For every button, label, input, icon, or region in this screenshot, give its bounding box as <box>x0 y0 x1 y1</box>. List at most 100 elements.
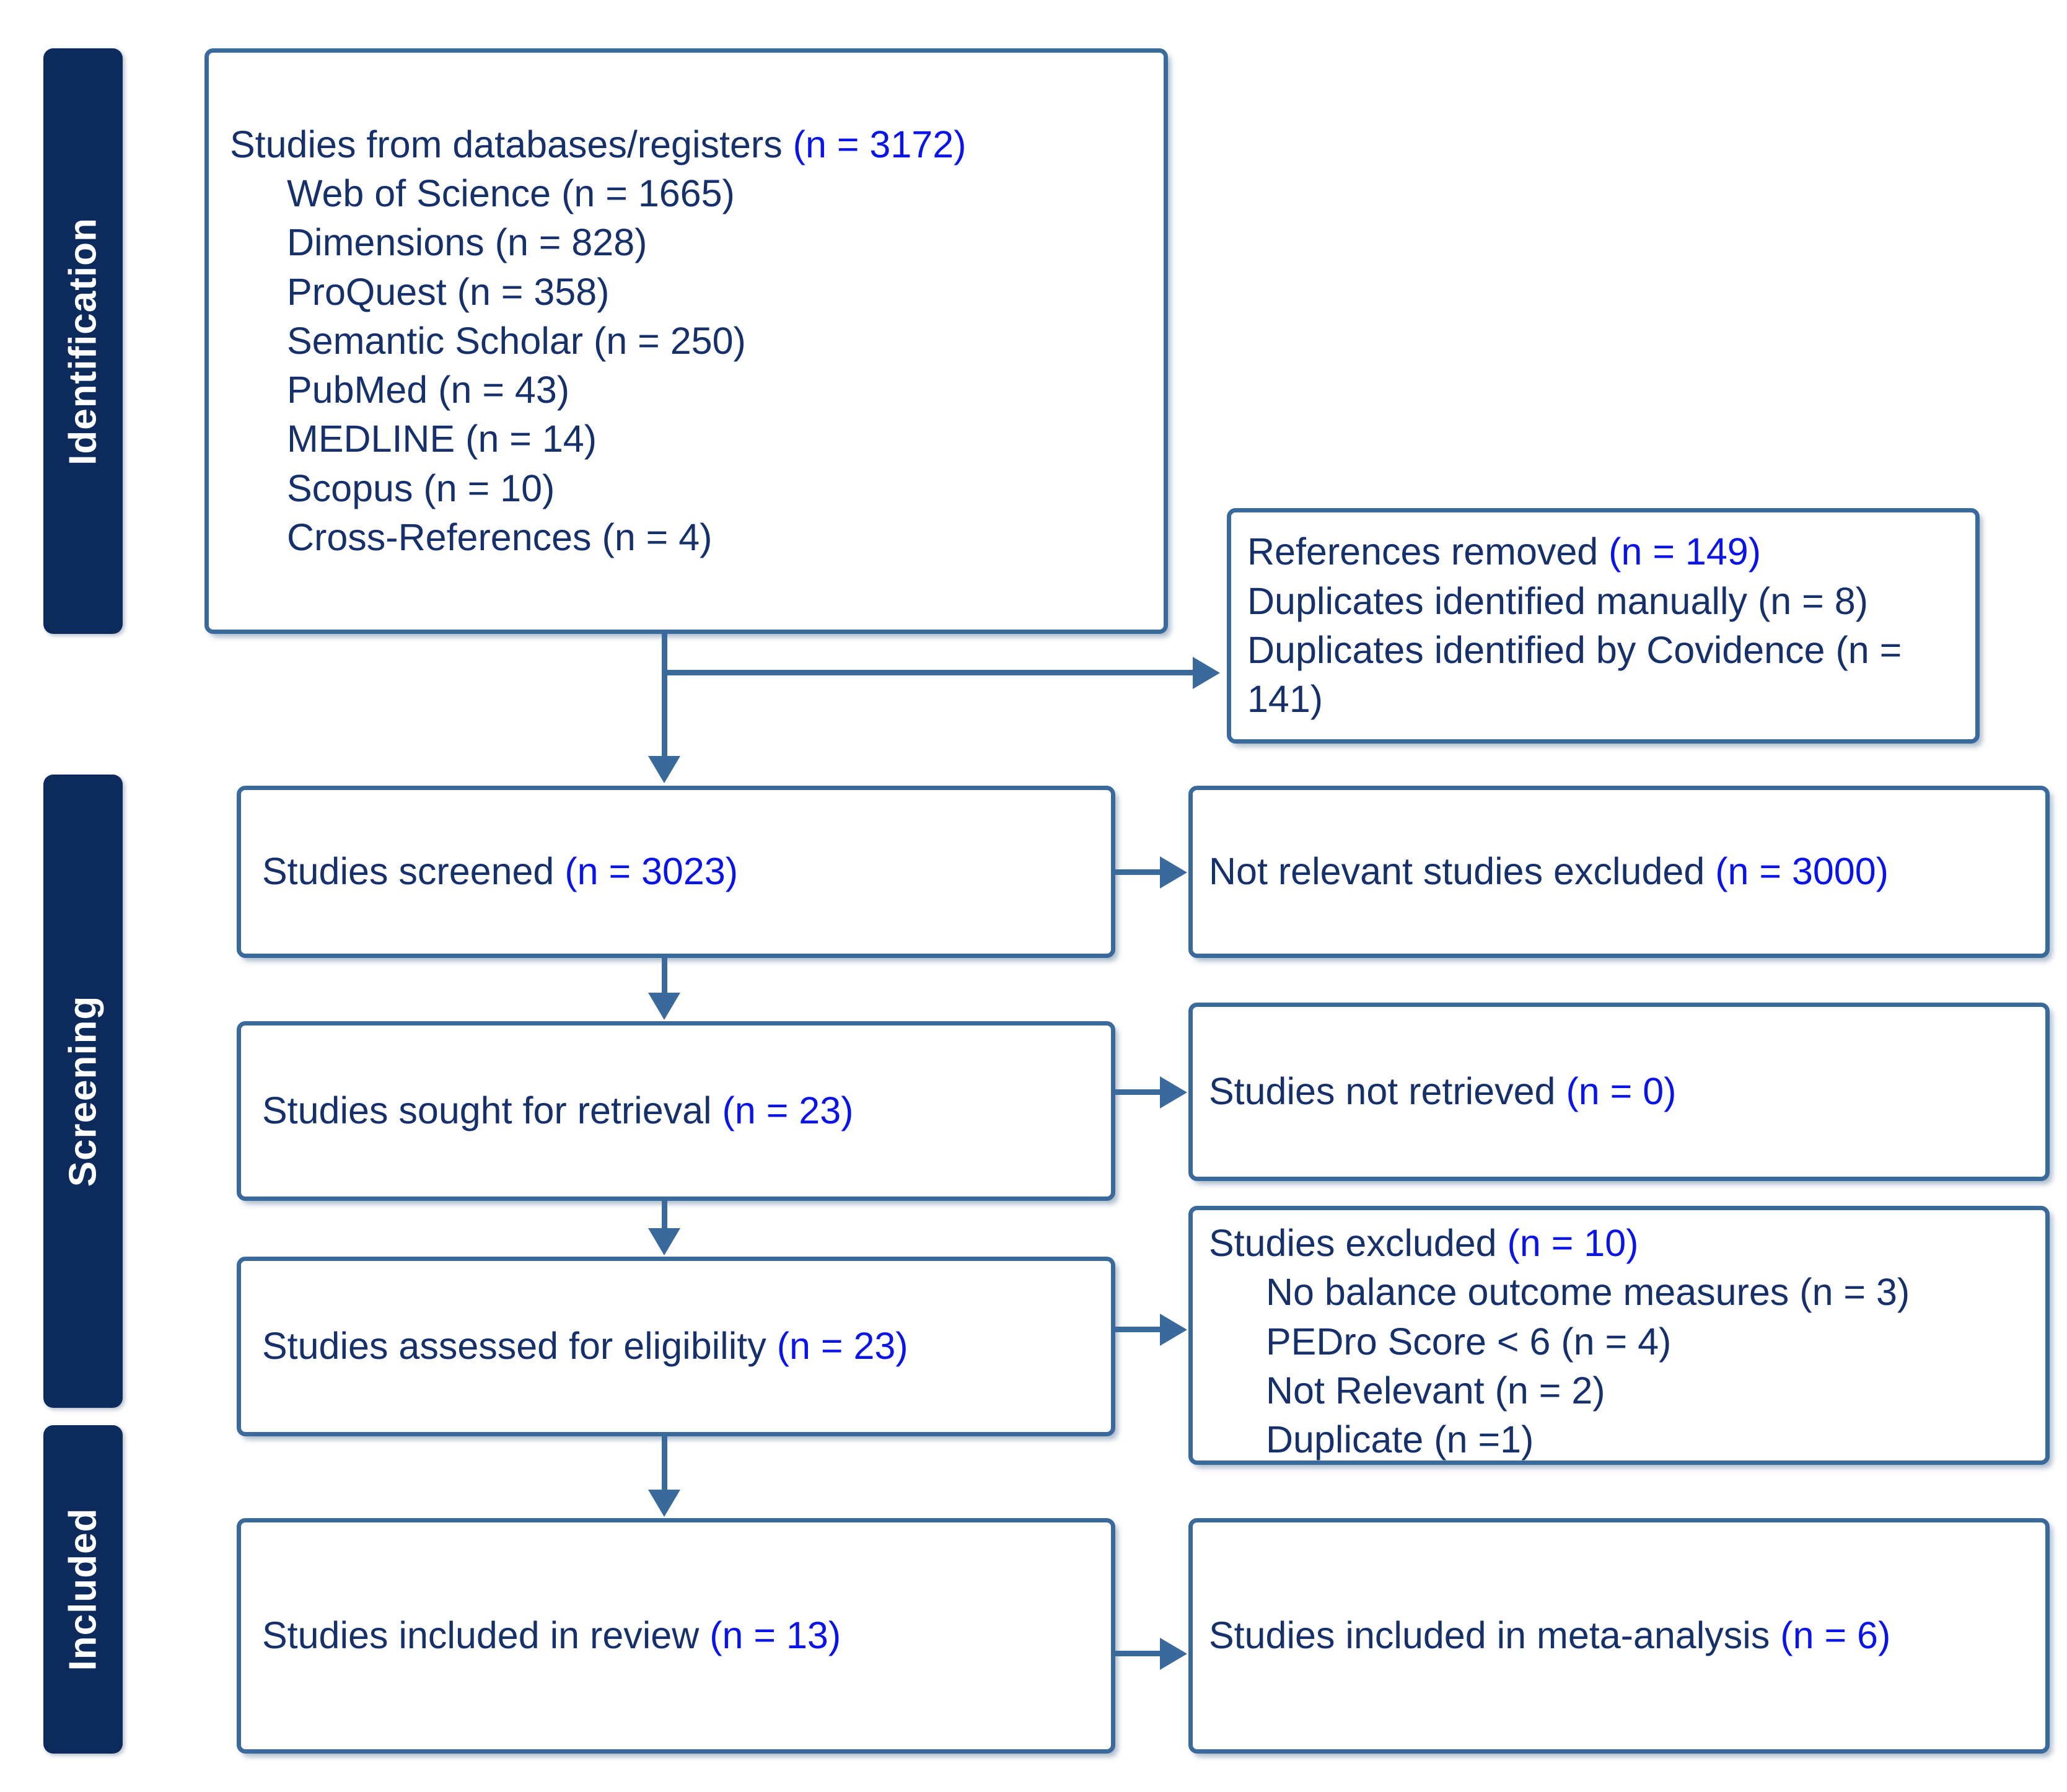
box-studies-not-retrieved: Studies not retrieved (n = 0) <box>1188 1003 2050 1181</box>
excluded-reason-pedro-score: PEDro Score < 6 (n = 4) <box>1209 1317 2029 1366</box>
connector-identification-to-screened <box>662 634 667 758</box>
included-in-review-text: Studies included in review <box>262 1614 710 1657</box>
source-label: MEDLINE <box>287 418 466 460</box>
phase-label-identification: Identification <box>61 217 105 465</box>
references-removed-header-count: (n = 149) <box>1608 530 1762 573</box>
box-studies-assessed-for-eligibility: Studies assessed for eligibility (n = 23… <box>237 1257 1115 1436</box>
box-studies-excluded: Studies excluded (n = 10) No balance out… <box>1188 1206 2050 1465</box>
connector-screened-to-sought-for-retrieval <box>662 958 667 995</box>
studies-not-retrieved-text: Studies not retrieved <box>1209 1070 1566 1113</box>
arrowhead-assessed-to-included-in-review <box>648 1490 680 1517</box>
assessed-for-eligibility-count: (n = 23) <box>776 1325 908 1368</box>
studies-screened-text: Studies screened <box>262 850 565 893</box>
sought-for-retrieval-text: Studies sought for retrieval <box>262 1089 722 1132</box>
arrowhead-review-to-meta-analysis <box>1160 1638 1187 1670</box>
box-not-relevant-studies-excluded: Not relevant studies excluded (n = 3000) <box>1188 786 2050 958</box>
arrowhead-screened-to-sought-for-retrieval <box>648 993 680 1020</box>
excluded-reason-duplicate: Duplicate (n =1) <box>1209 1415 2029 1464</box>
source-label: Web of Science <box>287 172 562 214</box>
source-count: (n = 10) <box>423 467 555 509</box>
connector-screened-to-not-relevant-excluded <box>1115 869 1164 875</box>
connector-assessed-to-studies-excluded <box>1115 1327 1164 1332</box>
source-line-pubmed: PubMed (n = 43) <box>230 366 1143 415</box>
source-count: (n = 250) <box>594 319 746 362</box>
source-line-cross-references: Cross-References (n = 4) <box>230 513 1143 562</box>
source-line-semantic-scholar: Semantic Scholar (n = 250) <box>230 317 1143 366</box>
source-line-medline: MEDLINE (n = 14) <box>230 415 1143 463</box>
arrowhead-sought-to-not-retrieved <box>1160 1076 1187 1109</box>
phase-label-included: Included <box>61 1508 105 1671</box>
included-in-review-count: (n = 13) <box>709 1614 841 1657</box>
studies-not-retrieved-line: Studies not retrieved (n = 0) <box>1209 1067 2029 1116</box>
arrowhead-assessed-to-studies-excluded <box>1160 1314 1187 1346</box>
sought-for-retrieval-count: (n = 23) <box>722 1089 854 1132</box>
arrowhead-sought-to-assessed <box>648 1228 680 1255</box>
source-count: (n = 358) <box>457 270 610 313</box>
reason-count: (n = 3) <box>1799 1271 1910 1314</box>
reason-count: (n =1) <box>1434 1418 1534 1461</box>
source-line-proquest: ProQuest (n = 358) <box>230 268 1143 317</box>
studies-excluded-header-text: Studies excluded <box>1209 1222 1507 1264</box>
arrowhead-screened-to-not-relevant-excluded <box>1160 856 1187 889</box>
connector-assessed-to-included-in-review <box>662 1436 667 1492</box>
studies-screened-count: (n = 3023) <box>564 850 739 893</box>
box-studies-included-in-meta-analysis: Studies included in meta-analysis (n = 6… <box>1188 1518 2050 1754</box>
excluded-reason-not-relevant: Not Relevant (n = 2) <box>1209 1366 2029 1415</box>
identification-header-count: (n = 3172) <box>792 123 967 165</box>
reason-count: (n = 4) <box>1561 1320 1672 1363</box>
source-count: (n = 4) <box>602 516 713 559</box>
included-in-meta-analysis-text: Studies included in meta-analysis <box>1209 1614 1781 1657</box>
source-count: (n = 14) <box>465 418 597 460</box>
source-line-scopus: Scopus (n = 10) <box>230 464 1143 513</box>
source-label: PubMed <box>287 369 439 411</box>
box-studies-included-in-review: Studies included in review (n = 13) <box>237 1518 1115 1754</box>
studies-excluded-header-count: (n = 10) <box>1507 1222 1639 1264</box>
reason-label: PEDro Score < 6 <box>1266 1320 1561 1363</box>
phase-bar-included: Included <box>43 1425 123 1754</box>
box-studies-sought-for-retrieval: Studies sought for retrieval (n = 23) <box>237 1021 1115 1201</box>
source-count: (n = 43) <box>438 369 570 411</box>
connector-identification-to-references-removed <box>662 670 1195 675</box>
references-removed-reason-covidence: Duplicates identified by Covidence (n = … <box>1247 626 1959 724</box>
arrowhead-identification-to-references-removed <box>1193 657 1220 689</box>
references-removed-reason-manual: Duplicates identified manually (n = 8) <box>1247 577 1959 626</box>
included-in-meta-analysis-line: Studies included in meta-analysis (n = 6… <box>1209 1611 2029 1660</box>
identification-header-text: Studies from databases/registers <box>230 123 793 165</box>
source-count: (n = 1665) <box>561 172 735 214</box>
phase-bar-identification: Identification <box>43 48 123 634</box>
reason-label: Duplicates identified by Covidence <box>1247 629 1836 671</box>
not-relevant-excluded-text: Not relevant studies excluded <box>1209 850 1716 893</box>
studies-excluded-header-line: Studies excluded (n = 10) <box>1209 1219 2029 1268</box>
source-label: Scopus <box>287 467 424 509</box>
source-label: Cross-References <box>287 516 602 559</box>
studies-screened-line: Studies screened (n = 3023) <box>262 847 1090 896</box>
reason-label: No balance outcome measures <box>1266 1271 1800 1314</box>
included-in-meta-analysis-count: (n = 6) <box>1780 1614 1891 1657</box>
sought-for-retrieval-line: Studies sought for retrieval (n = 23) <box>262 1086 1090 1135</box>
connector-sought-to-not-retrieved <box>1115 1089 1164 1095</box>
reason-count: (n = 2) <box>1494 1369 1605 1412</box>
reason-label: Not Relevant <box>1266 1369 1495 1412</box>
source-line-dimensions: Dimensions (n = 828) <box>230 218 1143 267</box>
arrowhead-identification-to-screened <box>648 756 680 783</box>
reason-count: (n = 141) <box>1247 629 1902 721</box>
connector-review-to-meta-analysis <box>1115 1651 1164 1656</box>
source-label: Semantic Scholar <box>287 319 594 362</box>
box-studies-from-databases: Studies from databases/registers (n = 31… <box>204 48 1168 634</box>
box-references-removed: References removed (n = 149) Duplicates … <box>1227 508 1980 744</box>
not-relevant-excluded-line: Not relevant studies excluded (n = 3000) <box>1209 847 2029 896</box>
reason-count: (n = 8) <box>1757 579 1868 622</box>
connector-sought-to-assessed <box>662 1201 667 1231</box>
phase-bar-screening: Screening <box>43 775 123 1408</box>
source-count: (n = 828) <box>494 221 647 264</box>
identification-header-line: Studies from databases/registers (n = 31… <box>230 120 1143 169</box>
reason-label: Duplicates identified manually <box>1247 579 1758 622</box>
source-label: ProQuest <box>287 270 457 313</box>
phase-label-screening: Screening <box>61 995 105 1187</box>
excluded-reason-no-balance-outcome-measures: No balance outcome measures (n = 3) <box>1209 1268 2029 1317</box>
references-removed-header-line: References removed (n = 149) <box>1247 527 1959 576</box>
box-studies-screened: Studies screened (n = 3023) <box>237 786 1115 958</box>
studies-not-retrieved-count: (n = 0) <box>1566 1070 1677 1113</box>
source-line-web-of-science: Web of Science (n = 1665) <box>230 169 1143 218</box>
